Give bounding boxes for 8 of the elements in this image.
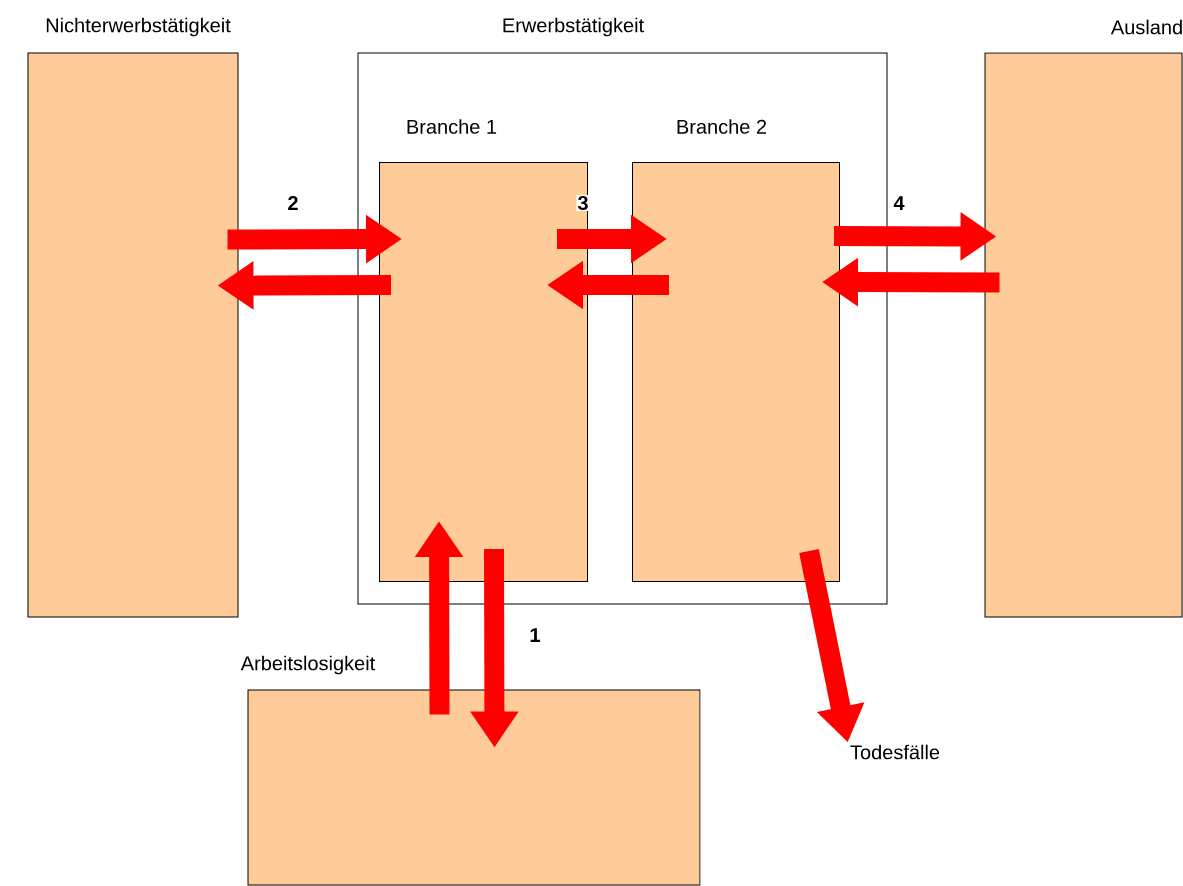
box-with-heading: Arbeitslosigkeit [240,655,701,886]
box-with-heading: Branche 2 [632,119,840,582]
edge-label: 1 [528,627,542,643]
text-label: Todesfälle [850,744,940,760]
edge-label: 2 [286,195,300,211]
box-with-heading: Nichterwerbstätigkeit [27,17,239,618]
edge-label: 4 [892,195,906,211]
box-with-heading: Ausland [984,19,1183,618]
